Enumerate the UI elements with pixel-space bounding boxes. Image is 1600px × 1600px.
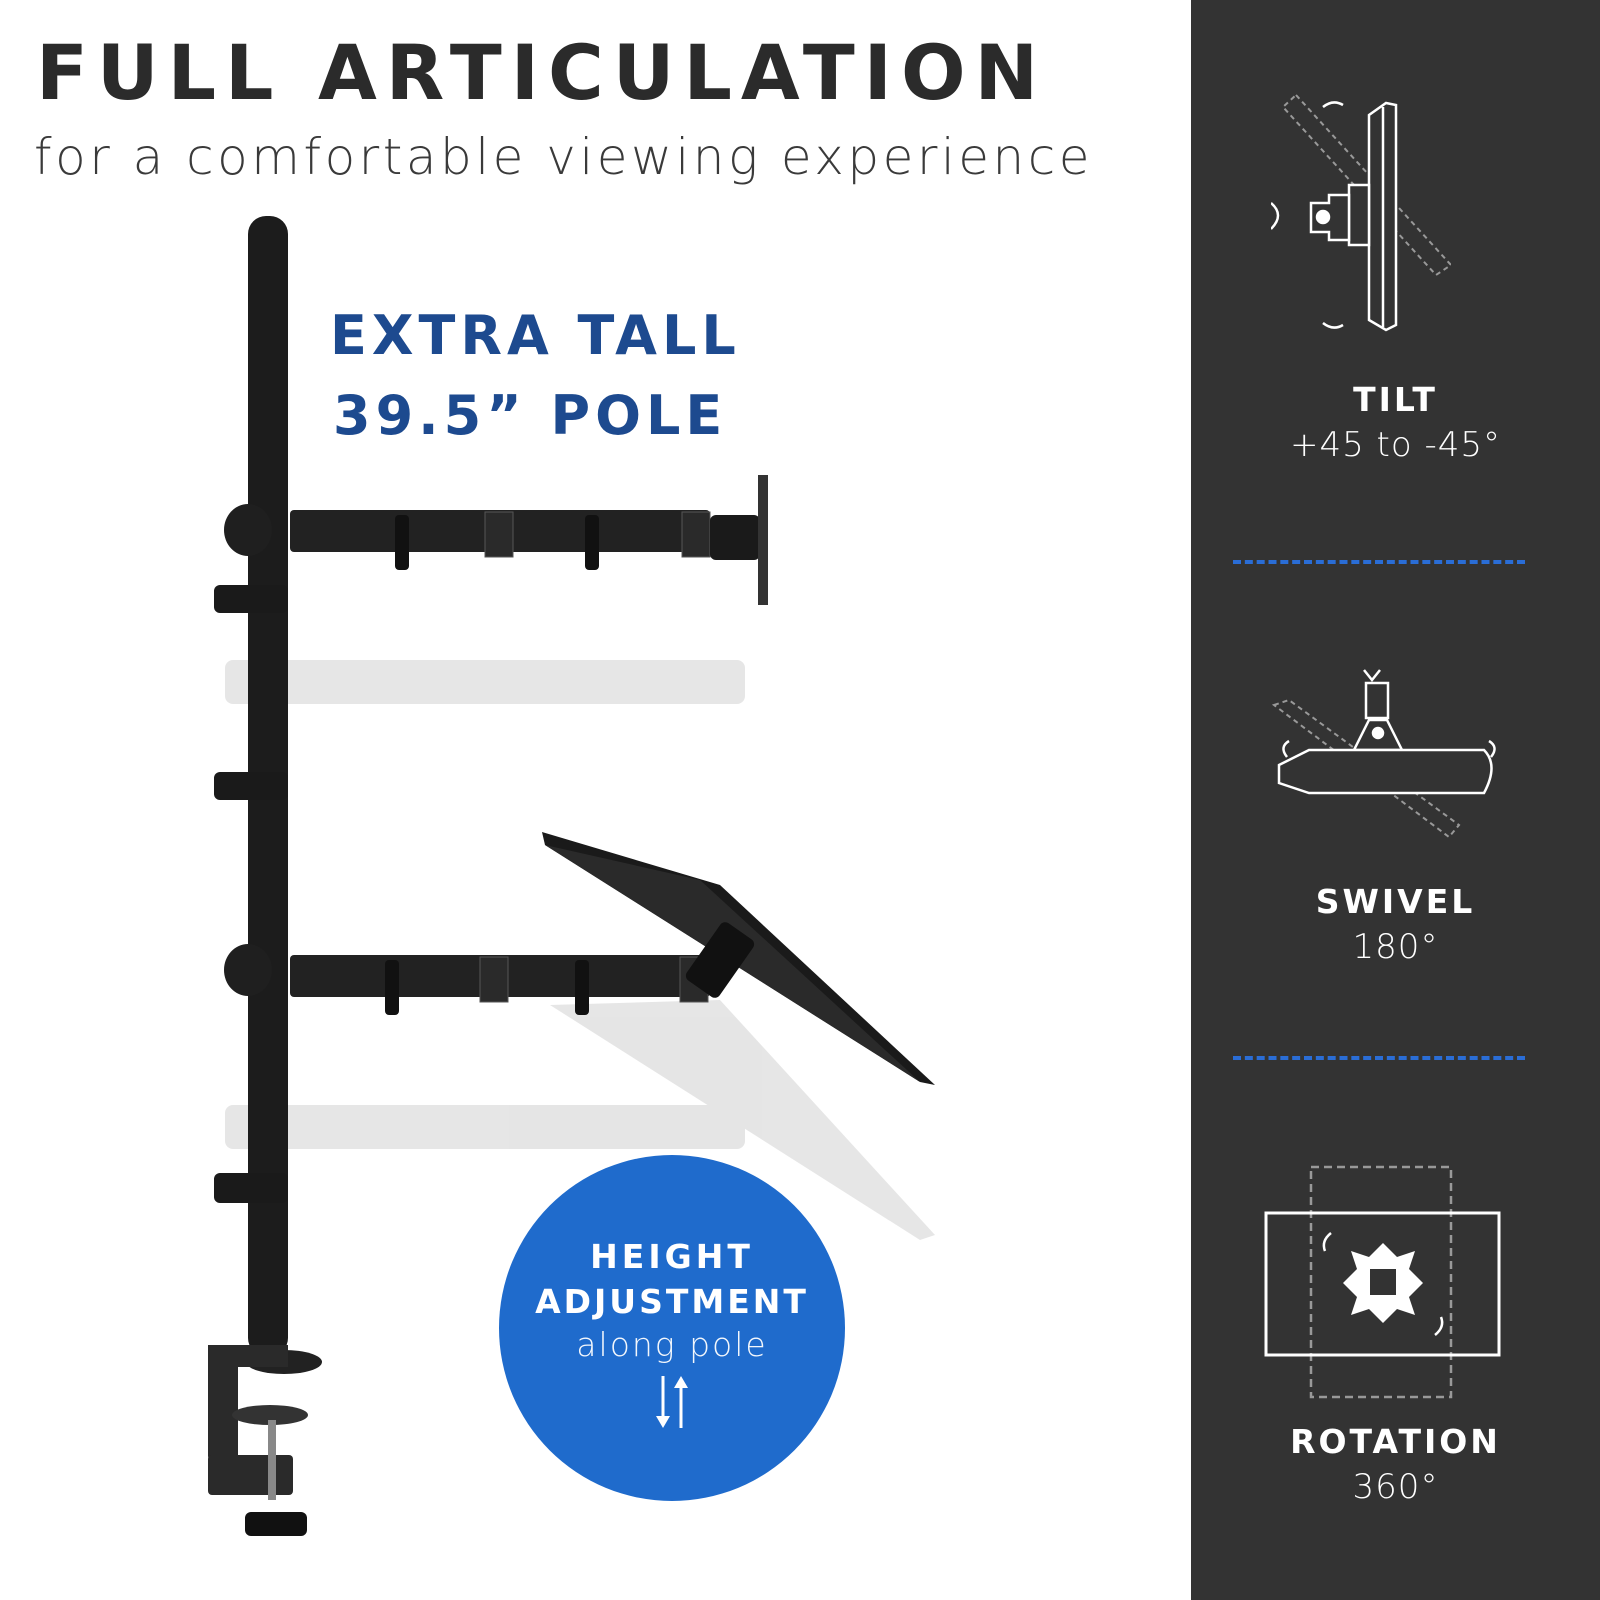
feature-name: ROTATION xyxy=(1290,1422,1501,1461)
divider xyxy=(1233,1056,1525,1060)
monitor-mount-product-image xyxy=(208,216,935,1536)
divider xyxy=(1233,560,1525,564)
feature-value: 180° xyxy=(1352,927,1439,967)
badge-line-1: HEIGHT xyxy=(590,1237,754,1276)
swivel-icon xyxy=(1271,669,1496,839)
pole-callout: EXTRA TALL 39.5” POLE xyxy=(330,296,741,456)
up-down-arrows-icon xyxy=(499,1372,845,1436)
badge-line-3: along pole xyxy=(576,1325,768,1364)
features-panel: TILT +45 to -45° SWIVEL 180° ROTATION 36… xyxy=(1191,0,1600,1600)
tilt-icon xyxy=(1271,93,1451,332)
feature-swivel: SWIVEL 180° xyxy=(1191,882,1600,967)
feature-value: 360° xyxy=(1352,1467,1439,1507)
feature-rotation: ROTATION 360° xyxy=(1191,1422,1600,1507)
callout-line-1: EXTRA TALL xyxy=(330,304,741,367)
feature-name: TILT xyxy=(1353,380,1438,419)
feature-tilt: TILT +45 to -45° xyxy=(1191,380,1600,465)
page-title: FULL ARTICULATION xyxy=(36,28,1048,117)
rotation-icon xyxy=(1264,1165,1501,1399)
feature-value: +45 to -45° xyxy=(1289,425,1502,465)
badge-line-2: ADJUSTMENT xyxy=(535,1282,809,1321)
page-subtitle: for a comfortable viewing experience xyxy=(34,128,1093,186)
feature-name: SWIVEL xyxy=(1315,882,1476,921)
callout-line-2: 39.5” POLE xyxy=(333,384,728,447)
height-adjustment-badge: HEIGHT ADJUSTMENT along pole xyxy=(499,1155,845,1501)
